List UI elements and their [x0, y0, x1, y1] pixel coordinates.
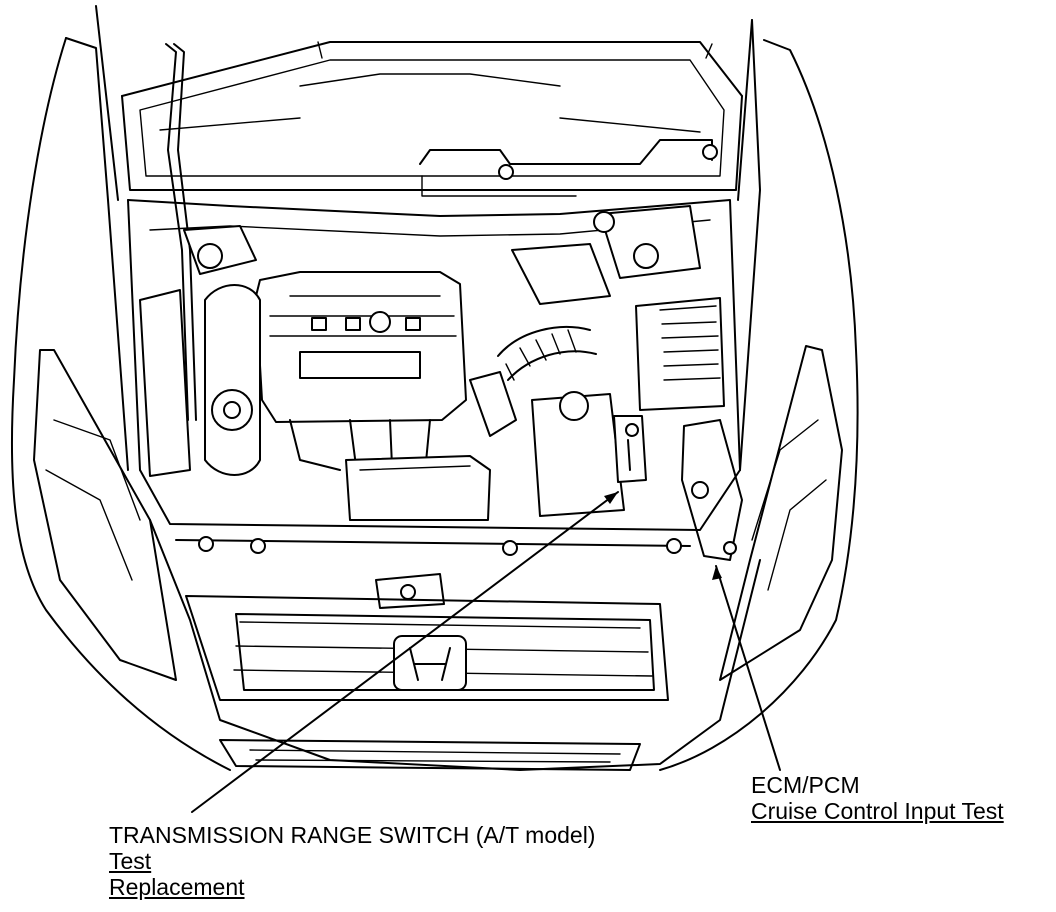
honda-emblem-icon [393, 635, 467, 691]
engine [139, 271, 491, 521]
cruise-control-input-test-link[interactable]: Cruise Control Input Test [751, 798, 1004, 824]
trs-leader-line [191, 491, 619, 813]
front-bumper [149, 519, 761, 771]
trs-callout-title: TRANSMISSION RANGE SWITCH (A/T model) [109, 822, 596, 848]
front-grille [235, 613, 655, 691]
headlights [33, 345, 843, 681]
engine-bay-structure [127, 199, 741, 471]
intake-and-airbox [469, 243, 725, 517]
ecm-pcm-housing [681, 419, 743, 561]
ecm-pcm-callout-title: ECM/PCM [751, 772, 860, 798]
transmission-range-switch [613, 415, 647, 483]
front-fenders [10, 19, 859, 771]
trs-test-link[interactable]: Test [109, 848, 152, 874]
ecm-leader-line [712, 565, 781, 771]
trs-replacement-link[interactable]: Replacement [109, 874, 245, 900]
open-hood [95, 5, 753, 421]
